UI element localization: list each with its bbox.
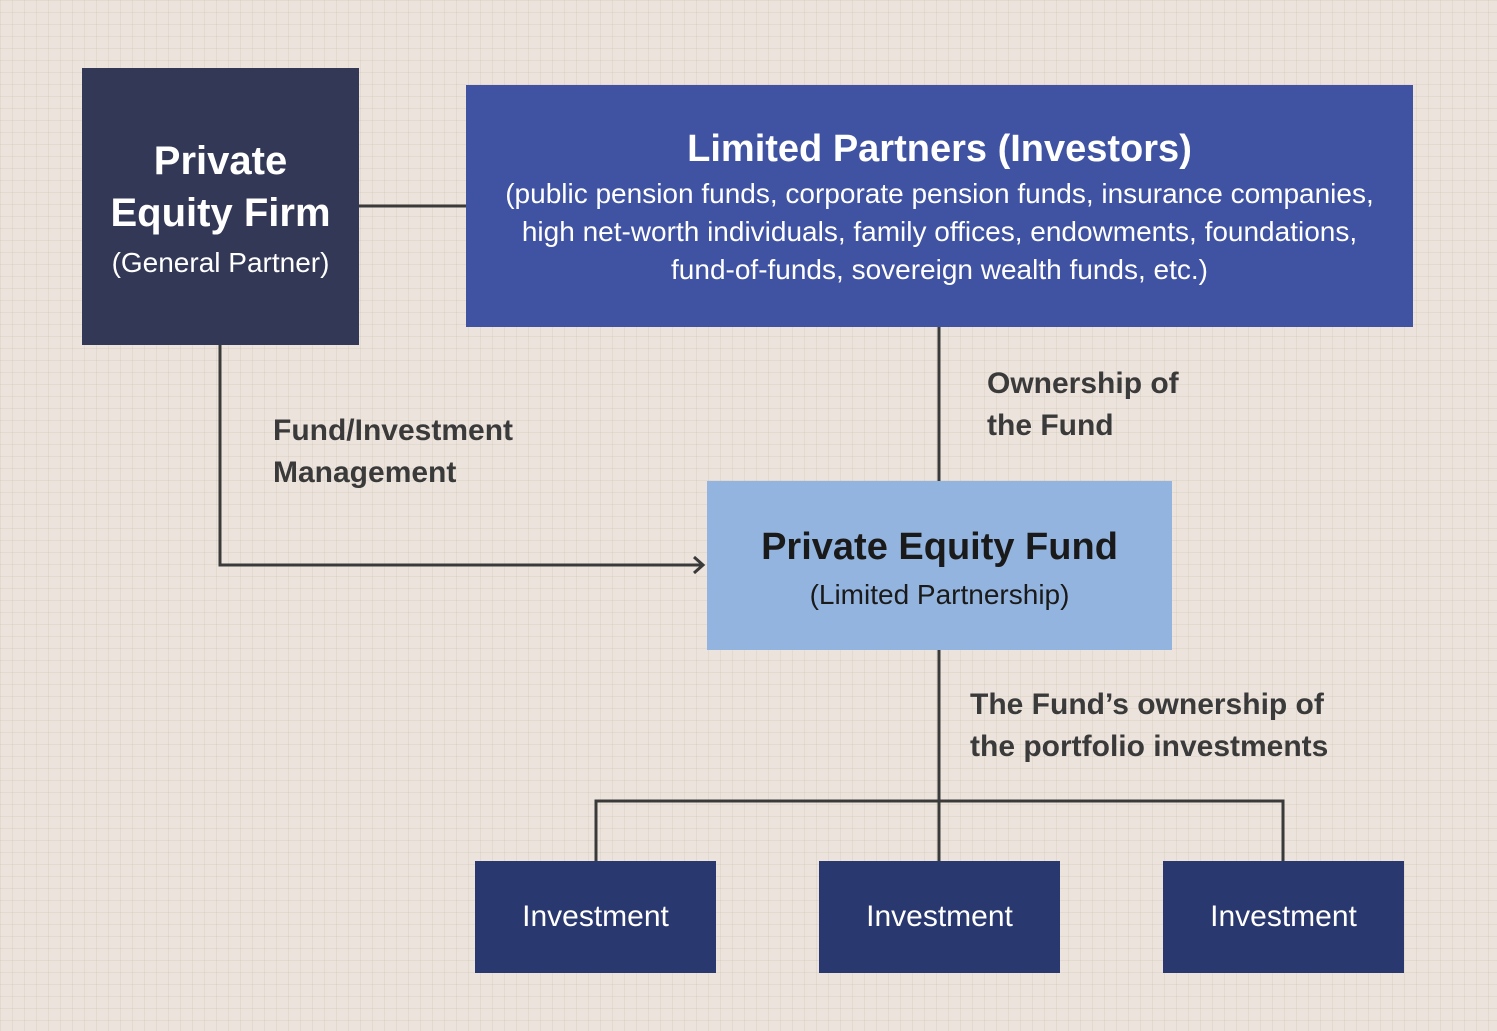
management-label-2: Management	[273, 456, 457, 489]
portfolio-label: The Fund’s ownership of the portfolio in…	[970, 684, 1328, 768]
lp-title: Limited Partners (Investors)	[687, 128, 1192, 170]
gp-subtitle: (General Partner)	[111, 246, 330, 278]
investment-box-2: Investment	[819, 861, 1060, 973]
investment-box-1: Investment	[475, 861, 716, 973]
gp-title-2: Equity Firm	[110, 190, 331, 235]
lp-line-1: (public pension funds, corporate pension…	[505, 178, 1374, 209]
portfolio-label-1: The Fund’s ownership of	[970, 688, 1324, 721]
lp-line-3: fund-of-funds, sovereign wealth funds, e…	[671, 254, 1208, 285]
gp-title-1: Private	[153, 138, 288, 183]
investment-box-3: Investment	[1163, 861, 1404, 973]
fund-subtitle: (Limited Partnership)	[809, 578, 1070, 610]
ownership-label-1: Ownership of	[987, 367, 1179, 400]
investment-label: Investment	[522, 900, 669, 933]
private-equity-firm-box: Private Equity Firm (General Partner)	[82, 68, 359, 345]
fund-title: Private Equity Fund	[761, 525, 1118, 568]
portfolio-label-2: the portfolio investments	[970, 730, 1329, 763]
investment-label: Investment	[866, 900, 1013, 933]
management-label: Fund/Investment Management	[273, 410, 513, 494]
ownership-label-2: the Fund	[987, 409, 1114, 442]
ownership-label: Ownership of the Fund	[987, 363, 1179, 447]
limited-partners-box: Limited Partners (Investors) (public pen…	[466, 85, 1413, 327]
private-equity-fund-box: Private Equity Fund (Limited Partnership…	[707, 481, 1172, 650]
lp-line-2: high net-worth individuals, family offic…	[521, 216, 1358, 247]
management-label-1: Fund/Investment	[273, 414, 514, 447]
investment-label: Investment	[1210, 900, 1357, 933]
